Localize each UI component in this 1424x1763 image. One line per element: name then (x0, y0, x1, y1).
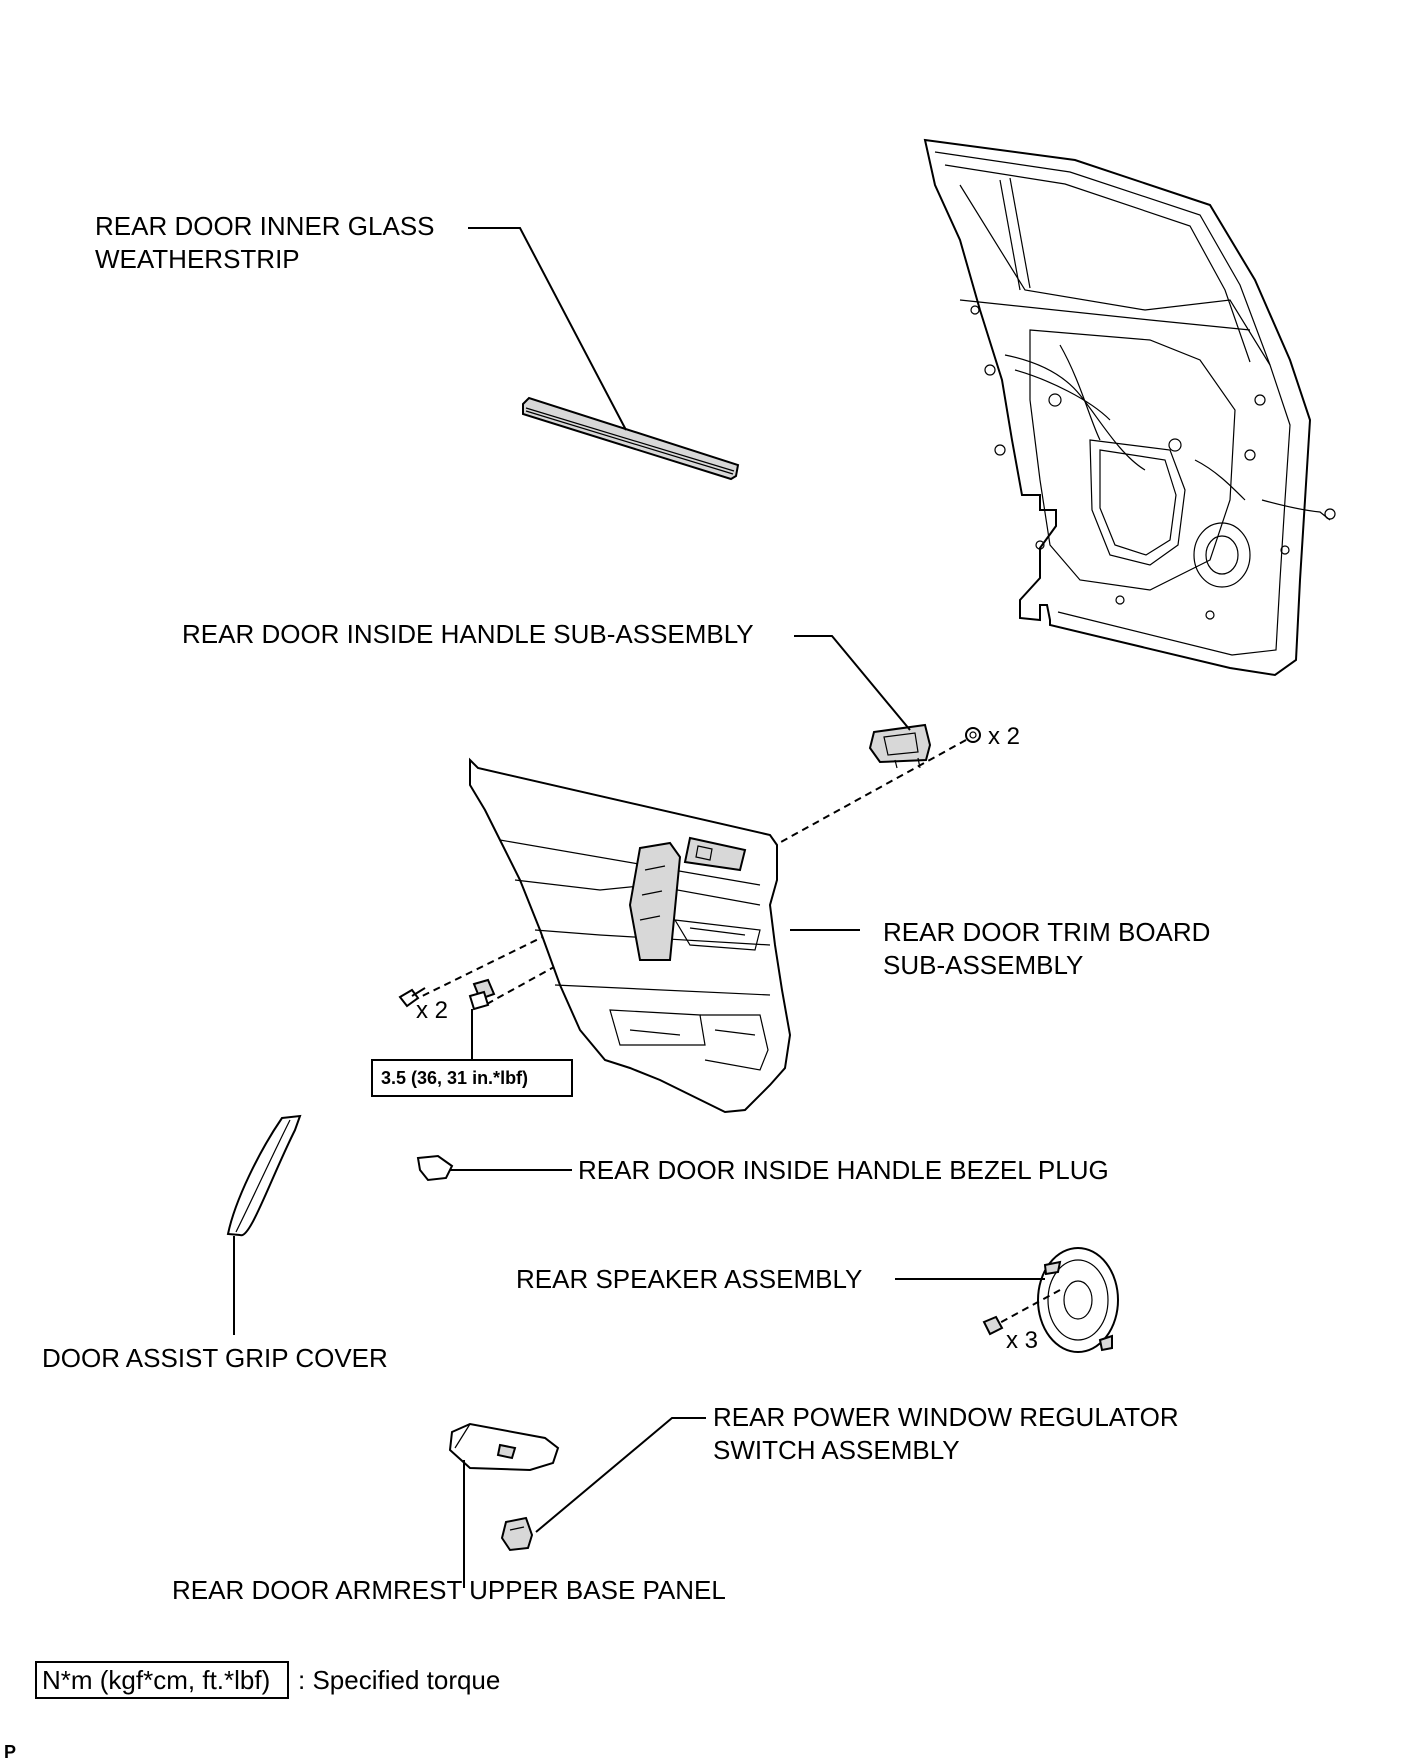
trim-screws-quantity: x 2 (416, 997, 448, 1024)
clip-icon (965, 727, 981, 743)
label-speaker: REAR SPEAKER ASSEMBLY (516, 1264, 862, 1294)
label-armrest-panel: REAR DOOR ARMREST UPPER BASE PANEL (172, 1575, 726, 1605)
weatherstrip-leader-line (468, 227, 627, 431)
window-switch-leader-line (535, 1417, 706, 1533)
rear-door-frame-drawing (923, 138, 1336, 677)
label-assist-grip-cover: DOOR ASSIST GRIP COVER (42, 1343, 388, 1373)
inside-handle-drawing (868, 723, 932, 769)
legend-box-text: N*m (kgf*cm, ft.*lbf) (42, 1665, 270, 1695)
window-switch-drawing (500, 1516, 534, 1552)
armrest-panel-drawing (448, 1422, 560, 1472)
speaker-screws-quantity: x 3 (1006, 1327, 1038, 1354)
torque-box (371, 1059, 573, 1097)
label-trim-board-line1: REAR DOOR TRIM BOARD (883, 917, 1210, 947)
label-bezel-plug: REAR DOOR INSIDE HANDLE BEZEL PLUG (578, 1155, 1109, 1185)
speaker-drawing (1037, 1247, 1119, 1353)
label-inside-handle: REAR DOOR INSIDE HANDLE SUB-ASSEMBLY (182, 619, 754, 649)
label-window-switch-line1: REAR POWER WINDOW REGULATOR (713, 1402, 1179, 1432)
handle-clips-quantity: x 2 (988, 723, 1020, 750)
trim-board-drawing (469, 757, 792, 1114)
footer-letter: P (4, 1742, 16, 1762)
screw-icon (398, 987, 426, 1008)
speaker-screw-icon (982, 1315, 1004, 1336)
bezel-plug-drawing (416, 1154, 454, 1182)
legend-torque-box (35, 1661, 289, 1699)
speaker-screw-dashed-line (993, 1289, 1061, 1327)
assist-grip-cover-drawing (226, 1114, 302, 1237)
inner-glass-weatherstrip-drawing (522, 396, 740, 481)
legend-description: : Specified torque (298, 1665, 500, 1695)
label-window-switch-line2: SWITCH ASSEMBLY (713, 1435, 960, 1465)
inside-handle-leader-line (794, 635, 911, 731)
bolt-icon (468, 978, 496, 1011)
label-inner-glass-weatherstrip-line2: WEATHERSTRIP (95, 244, 300, 274)
label-trim-board-line2: SUB-ASSEMBLY (883, 950, 1083, 980)
label-inner-glass-weatherstrip-line1: REAR DOOR INNER GLASS (95, 211, 435, 241)
torque-value: 3.5 (36, 31 in.*lbf) (381, 1068, 528, 1088)
